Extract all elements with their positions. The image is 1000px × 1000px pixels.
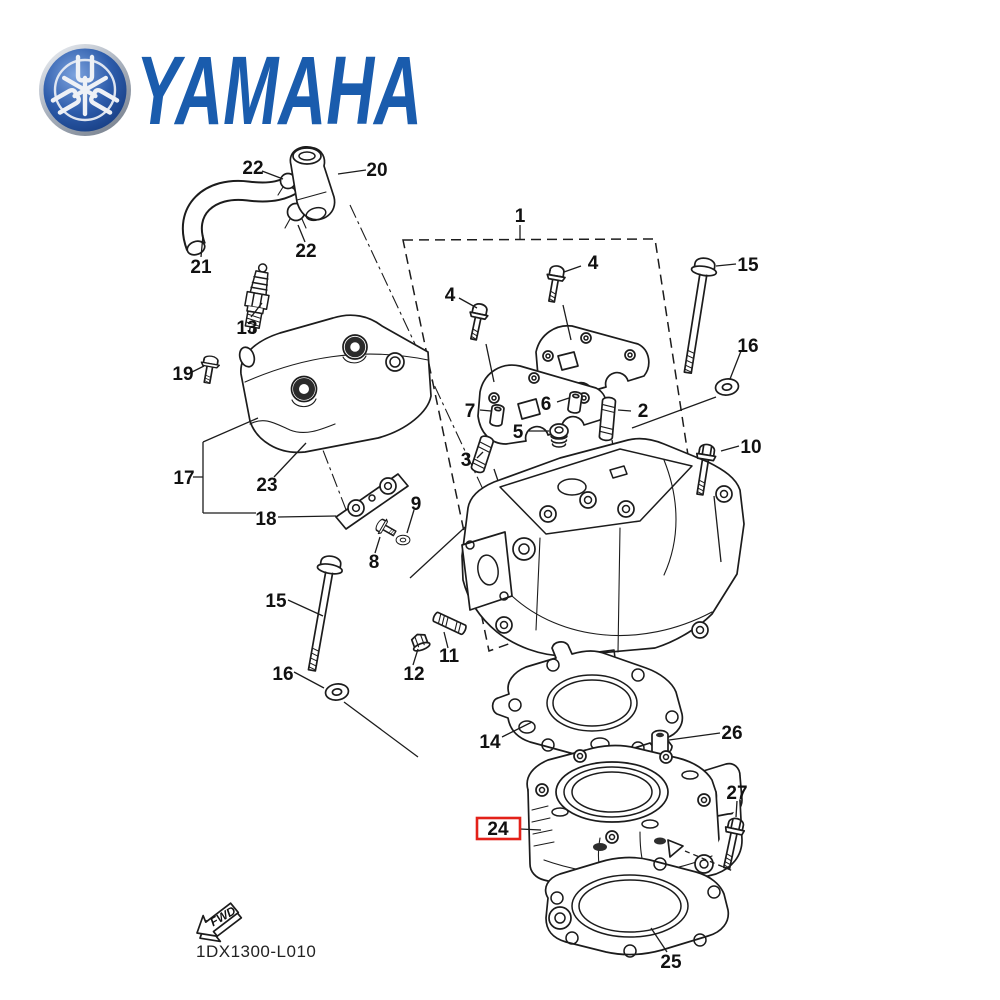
assembly-line [485,343,495,383]
part-label-18[interactable]: 18 [255,509,276,530]
part-label-17[interactable]: 17 [173,468,194,489]
part-drawing-bolt-4-right [541,263,568,304]
part-label-12[interactable]: 12 [403,664,424,685]
part-label-10[interactable]: 10 [740,437,761,458]
assembly-line [713,495,722,563]
part-label-21[interactable]: 21 [190,257,212,278]
part-label-3[interactable]: 3 [461,450,472,471]
part-label-5[interactable]: 5 [513,422,524,443]
part-label-15-left[interactable]: 15 [265,591,287,612]
diagram-code: 1DX1300-L010 [196,942,316,961]
part-label-24[interactable]: 24 [487,819,509,840]
part-drawing-stud-11 [432,611,467,636]
part-drawing-spark-plug [244,263,270,335]
part-drawing-cylinder-head [461,437,745,661]
part-label-22-b[interactable]: 22 [295,241,316,262]
part-drawing-dowel-6 [566,390,584,415]
assembly-group-box [402,238,707,652]
part-drawing-bolt-15-right [674,255,720,376]
part-label-22-a[interactable]: 22 [242,158,263,179]
part-label-26[interactable]: 26 [721,723,742,744]
yamaha-wordmark: YAMAHA [136,36,422,145]
part-label-25[interactable]: 25 [660,952,682,973]
part-label-11[interactable]: 11 [439,646,460,667]
part-drawing-washer-16-right [713,376,741,398]
part-drawing-base-gasket [544,856,730,958]
part-label-1[interactable]: 1 [515,206,526,227]
part-drawing-oil-plug-5 [549,423,569,448]
part-label-15-right[interactable]: 15 [737,255,759,276]
leader-lines [191,169,742,953]
part-drawing-washer-16-left [323,681,351,703]
part-drawing-stud-3 [470,435,495,474]
part-label-27[interactable]: 27 [726,783,747,804]
part-label-9[interactable]: 9 [411,494,422,515]
part-drawing-washer-9 [395,534,411,546]
assembly-line [562,304,572,341]
part-drawing-bolt-19 [197,353,222,386]
part-label-16-left[interactable]: 16 [272,664,293,685]
yamaha-logo: YAMAHA [39,36,422,145]
part-drawing-bolt-4-left [463,301,491,343]
yamaha-tuning-fork-emblem [39,44,131,136]
part-label-23[interactable]: 23 [256,475,277,496]
assembly-line [343,701,419,758]
part-label-2[interactable]: 2 [638,401,649,422]
part-label-13[interactable]: 13 [236,318,257,339]
part-drawing-stud-2 [598,396,617,442]
part-drawing-mount-plate [335,473,409,530]
part-label-19[interactable]: 19 [172,364,193,385]
part-drawing-bolt-8 [372,515,400,542]
part-label-8[interactable]: 8 [369,552,380,573]
assembly-line [409,517,476,579]
part-drawing-nut-12 [410,633,431,652]
part-label-4-a[interactable]: 4 [445,285,456,306]
part-label-14[interactable]: 14 [479,732,501,753]
part-label-16-right[interactable]: 16 [737,336,758,357]
highlighted-callout-24[interactable]: 24 [475,816,522,841]
part-label-20[interactable]: 20 [366,160,387,181]
part-label-7[interactable]: 7 [465,401,476,422]
part-drawing-spark-plug-cap [289,146,336,222]
part-drawing-dowel-7 [488,403,506,428]
assembly-line [631,396,717,429]
part-drawing-cylinder-head-cover [238,314,432,454]
part-label-6[interactable]: 6 [541,394,552,415]
part-drawing-bolt-15-left [298,553,346,674]
direction-arrow-marker [667,839,684,858]
part-label-4-b[interactable]: 4 [588,253,599,274]
